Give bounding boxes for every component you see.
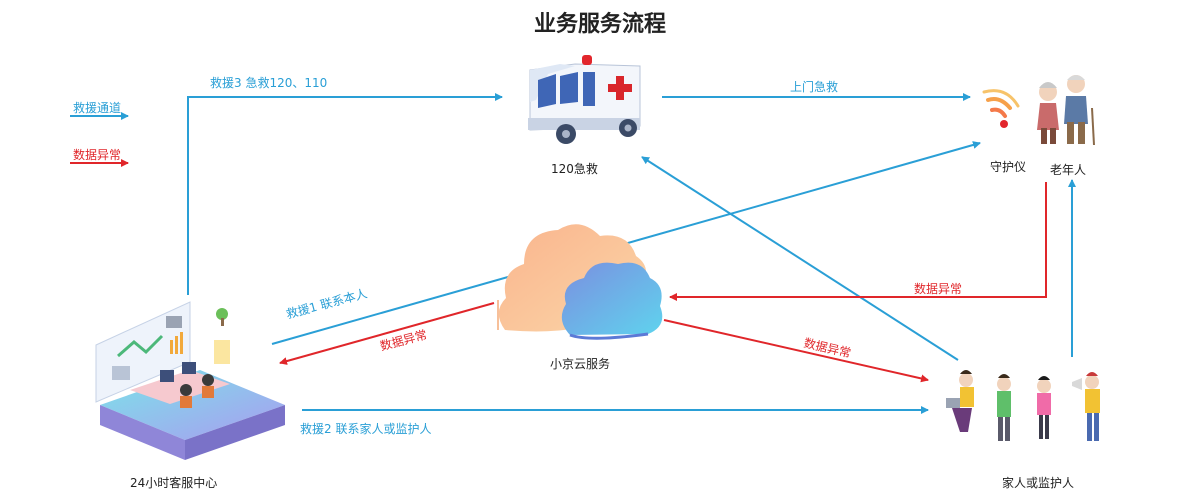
page-title: 业务服务流程: [533, 12, 666, 37]
edge-abnormal-cloud-to-family: [663, 319, 929, 383]
edge-abnormal-cloud-to-center: [279, 302, 495, 365]
edge-label-home-rescue: 上门急救: [790, 80, 839, 94]
family-members-icon: [946, 370, 1100, 441]
ambulance-icon: [528, 55, 641, 144]
cloud-service-icon: [497, 224, 663, 340]
edge-label-abnormal-elderly-to-cloud: 数据异常: [914, 282, 963, 296]
edge-label-rescue2: 救援2 联系家人或监护人: [300, 422, 432, 436]
elderly-couple-icon: [1037, 75, 1095, 146]
service-center-icon: [95, 301, 285, 460]
edge-rescue3: [187, 93, 503, 295]
node-label-ambulance: 120急救: [551, 162, 598, 176]
node-label-cloud: 小京云服务: [550, 357, 611, 371]
legend-rescue-label: 救援通道: [73, 101, 122, 115]
node-label-guardian: 守护仪: [990, 160, 1027, 174]
node-label-family: 家人或监护人: [1002, 476, 1075, 490]
edge-label-rescue3: 救援3 急救120、110: [210, 76, 328, 90]
legend-abnormal-label: 数据异常: [73, 148, 122, 162]
wifi-icon: [982, 89, 1020, 128]
node-label-service-center: 24小时客服中心: [130, 476, 218, 490]
edge-family-to-ambulance: [641, 156, 959, 361]
node-label-elderly: 老年人: [1050, 163, 1087, 177]
edge-abnormal-elderly-to-cloud: [669, 182, 1047, 301]
